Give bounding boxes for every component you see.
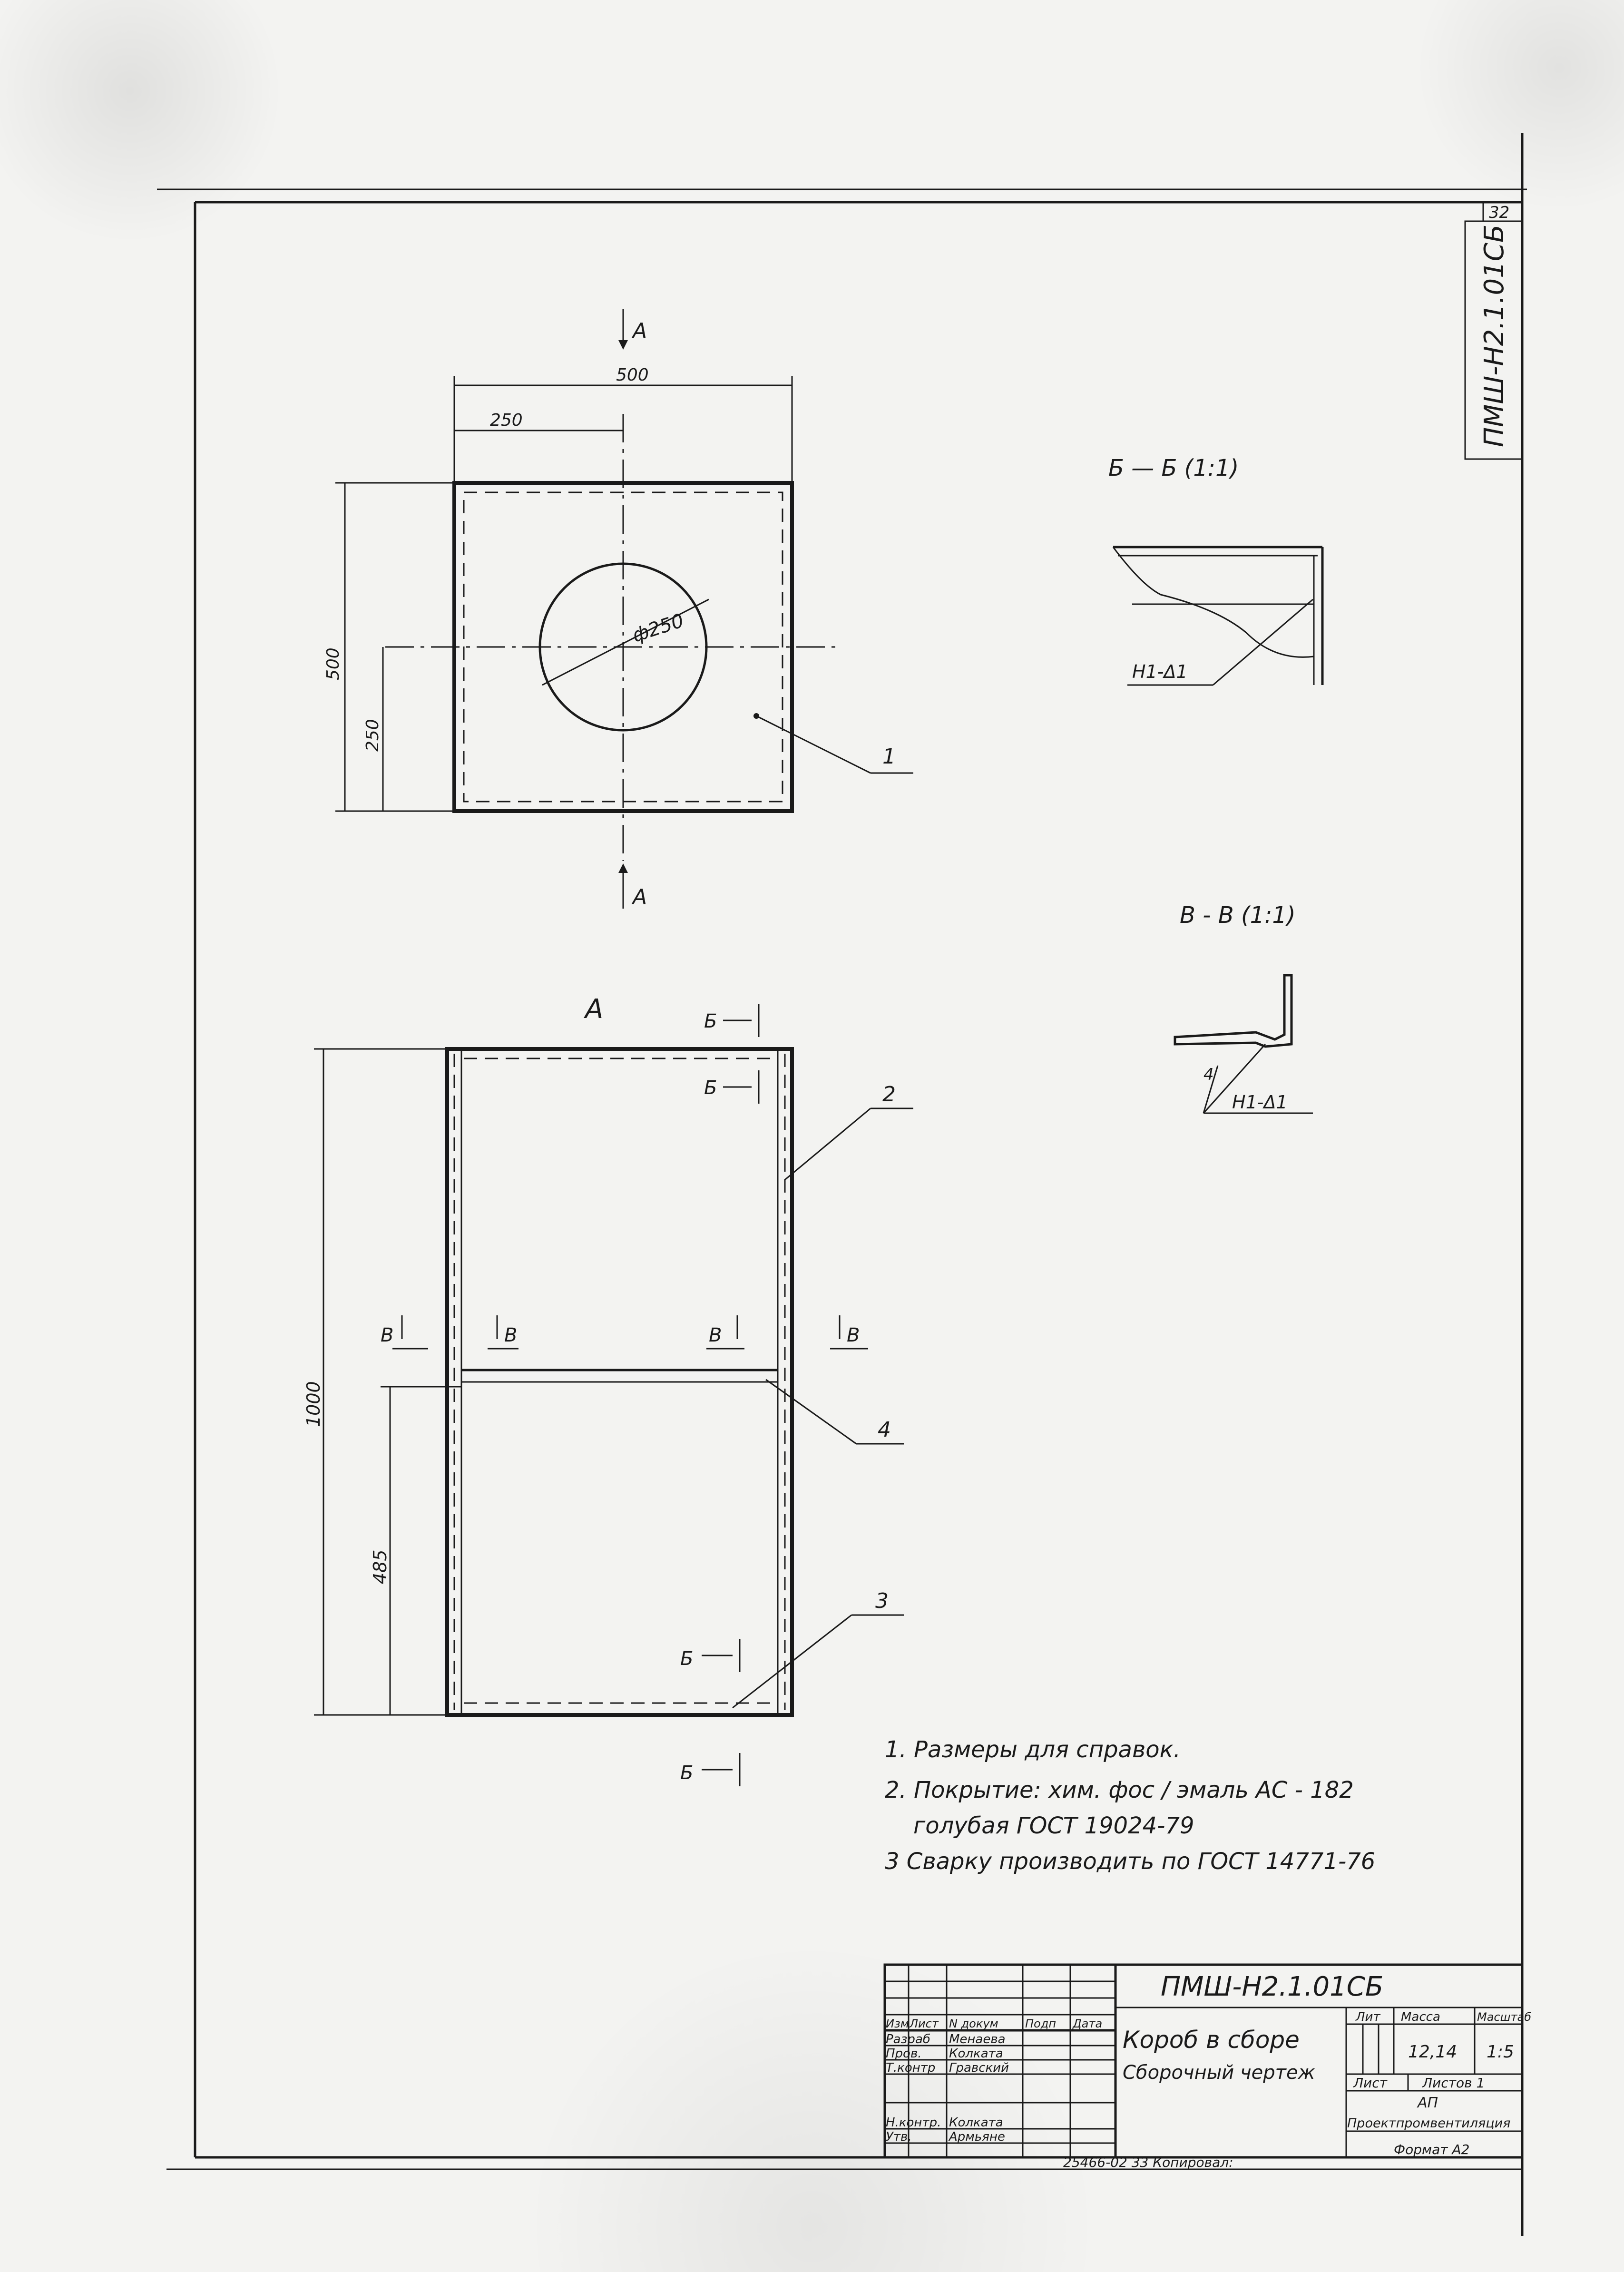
section-mark-top: А bbox=[631, 319, 647, 343]
sheet-frame bbox=[157, 133, 1527, 2236]
tb-org-code: АП bbox=[1417, 2095, 1438, 2111]
half-height-dim: 250 bbox=[363, 719, 382, 752]
mark-v-3: В bbox=[709, 1324, 722, 1346]
section-bb-title: Б — Б (1:1) bbox=[1108, 455, 1239, 481]
callout-2: 2 bbox=[882, 1082, 896, 1107]
tb-designation: ПМШ-Н2.1.01СБ bbox=[1161, 1971, 1383, 2002]
front-view-label: А bbox=[584, 994, 603, 1025]
tb-role-prov: Пров. bbox=[886, 2047, 922, 2061]
front-view: А Б Б Б Б В В В В bbox=[303, 994, 913, 1786]
tb-mass-header: Масса bbox=[1401, 2010, 1440, 2024]
section-mark-bottom: А bbox=[631, 885, 647, 909]
note-2-cont: голубая ГОСТ 19024-79 bbox=[913, 1812, 1194, 1839]
tb-name-line1: Короб в сборе bbox=[1123, 2026, 1300, 2054]
tb-col-data: Дата bbox=[1072, 2017, 1102, 2030]
side-code: ПМШ-Н2.1.01СБ bbox=[1479, 225, 1510, 447]
plan-view: ф250 А А 500 250 500 250 1 bbox=[323, 309, 913, 909]
mark-b-4: Б bbox=[680, 1762, 693, 1784]
tb-col-izm: Изм bbox=[886, 2017, 909, 2030]
tb-person-tkontr: Гравский bbox=[949, 2061, 1009, 2075]
tb-sheet-label: Лист bbox=[1353, 2075, 1388, 2091]
lower-height-dim: 485 bbox=[370, 1549, 391, 1584]
tb-sheets-label: Листов 1 bbox=[1422, 2075, 1485, 2091]
tb-col-podp: Подп bbox=[1025, 2017, 1056, 2030]
tb-scale-value: 1:5 bbox=[1487, 2042, 1514, 2062]
sheet-number-box: 32 bbox=[1482, 201, 1523, 222]
total-height-dim: 1000 bbox=[303, 1381, 324, 1427]
mark-b-2: Б bbox=[704, 1077, 717, 1099]
tb-role-tkontr: Т.контр bbox=[886, 2061, 935, 2075]
tb-role-nkontr: Н.контр. bbox=[886, 2115, 941, 2130]
tb-person-prov: Колкатa bbox=[949, 2047, 1003, 2061]
tb-organization: Проектпромвентиляция bbox=[1347, 2116, 1510, 2131]
note-2: 2. Покрытие: хим. фос / эмаль АС - 182 bbox=[885, 1777, 1354, 1803]
mark-v-4: В bbox=[847, 1324, 860, 1346]
tb-person-razrab: Менаева bbox=[949, 2032, 1006, 2047]
mark-b-3: Б bbox=[680, 1648, 693, 1670]
callout-1: 1 bbox=[882, 744, 896, 769]
section-vv-title: В - В (1:1) bbox=[1180, 902, 1296, 929]
note-3: 3 Сварку производить по ГОСТ 14771-76 bbox=[885, 1848, 1376, 1875]
section-vv-weld: Н1-Δ1 bbox=[1232, 1092, 1288, 1113]
callout-4: 4 bbox=[878, 1418, 891, 1442]
tb-person-nkontr: Колкатa bbox=[949, 2115, 1003, 2130]
tb-col-list: Лист bbox=[909, 2017, 939, 2030]
diameter-dim: ф250 bbox=[630, 610, 686, 647]
callout-3: 3 bbox=[875, 1589, 889, 1613]
sheet-number: 32 bbox=[1489, 203, 1509, 222]
half-width-dim: 250 bbox=[490, 411, 523, 430]
tb-mass-value: 12,14 bbox=[1408, 2042, 1457, 2062]
tb-role-razrab: Разраб bbox=[886, 2032, 930, 2047]
section-vv: В - В (1:1) 4 Н1-Δ1 bbox=[1174, 902, 1313, 1114]
tb-format: Формат А2 bbox=[1394, 2142, 1469, 2157]
mark-v-1: В bbox=[381, 1324, 393, 1346]
note-1: 1. Размеры для справок. bbox=[885, 1736, 1181, 1763]
mark-v-2: В bbox=[504, 1324, 517, 1346]
tb-lit-header: Лит bbox=[1355, 2010, 1380, 2024]
width-dim: 500 bbox=[616, 365, 649, 385]
side-code-box: ПМШ-Н2.1.01СБ bbox=[1464, 220, 1523, 460]
section-bb: Б — Б (1:1) Н1-Δ1 bbox=[1108, 455, 1324, 686]
tb-role-utv: Утв. bbox=[886, 2130, 912, 2144]
tb-person-utv: Армьяне bbox=[948, 2130, 1005, 2144]
mark-b-1: Б bbox=[704, 1010, 717, 1032]
height-dim: 500 bbox=[323, 647, 343, 680]
title-block: Изм Лист N докум Подп Дата Разраб Менаев… bbox=[883, 1963, 1531, 2170]
tb-col-ndoc: N докум bbox=[949, 2017, 998, 2030]
tb-scale-header: Масштаб bbox=[1477, 2010, 1531, 2024]
tb-name-line2: Сборочный чертеж bbox=[1123, 2062, 1315, 2084]
section-bb-weld: Н1-Δ1 bbox=[1132, 661, 1188, 682]
section-vv-leg: 4 bbox=[1203, 1065, 1214, 1084]
tb-archive-line: 25466-02 33 Копировал: bbox=[1063, 2154, 1233, 2170]
